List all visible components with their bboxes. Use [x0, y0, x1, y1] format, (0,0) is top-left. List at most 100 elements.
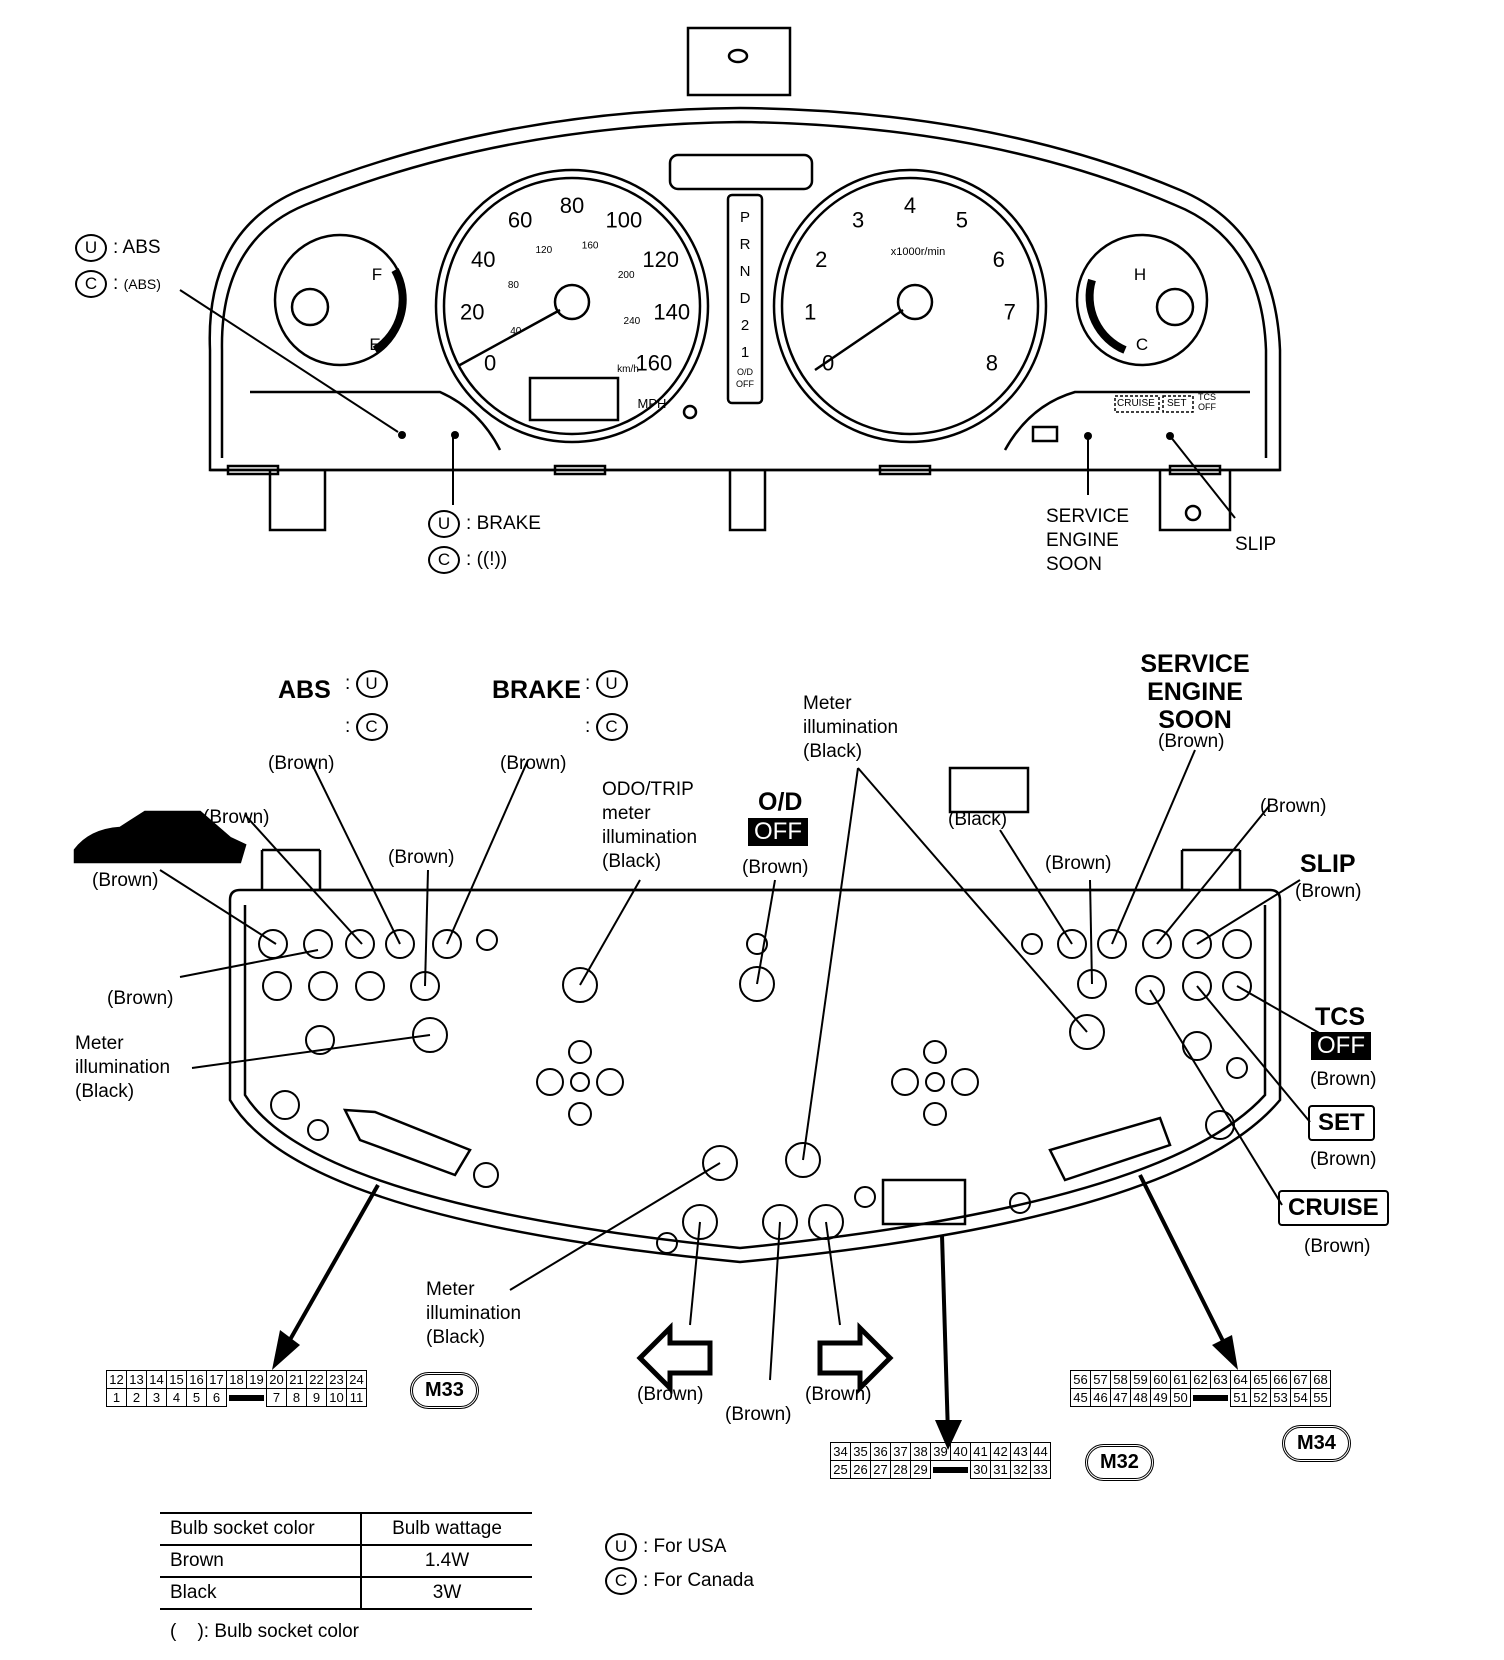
bottom-service-engine-soon: SERVICE ENGINE SOON: [1125, 650, 1265, 734]
connector-m32-pin: 35: [850, 1442, 871, 1461]
connector-m34-pin: 48: [1130, 1388, 1151, 1407]
connector-m32-pin: 40: [950, 1442, 971, 1461]
connector-m32-pin: 42: [990, 1442, 1011, 1461]
meter-illumination-left: Meter illumination (Black): [75, 1032, 170, 1104]
speedo-kmh-tick-label: 40: [510, 326, 522, 337]
legend-cell: Black: [160, 1577, 362, 1610]
turn-right-brown: (Brown): [805, 1384, 872, 1405]
connector-m33-pin: 11: [346, 1388, 367, 1407]
connector-m33-pin: 24: [346, 1370, 367, 1389]
connector-m34-pin: 47: [1110, 1388, 1131, 1407]
canada-marker: C: [355, 713, 388, 741]
sep: :: [113, 237, 119, 259]
connector-m33-pin: 2: [126, 1388, 147, 1407]
connector-m33-pin: 5: [186, 1388, 207, 1407]
set-brown: (Brown): [1310, 1149, 1377, 1170]
indicator-cruise: CRUISE: [1117, 398, 1155, 409]
sep: :: [345, 716, 351, 738]
connector-m32-pin: 27: [870, 1460, 891, 1479]
speedo-kmh-tick-label: 80: [508, 280, 520, 291]
connector-m34-pin: 57: [1090, 1370, 1111, 1389]
speedo-tick-label: 120: [642, 247, 679, 272]
connector-m33-pin: 7: [266, 1388, 287, 1407]
connector-m33-pin: 21: [286, 1370, 307, 1389]
gear-1: 1: [740, 344, 750, 361]
legend-row: Brown 1.4W: [160, 1545, 532, 1578]
indicator-set: SET: [1167, 398, 1187, 409]
connector-m32-pin: 28: [890, 1460, 911, 1479]
speedo-tick-label: 40: [471, 247, 495, 272]
gear-d: D: [739, 290, 751, 307]
tcs-off-label: OFF: [1311, 1032, 1371, 1060]
line: (Black): [803, 741, 863, 762]
abs-canada-marker: : C: [345, 713, 394, 741]
gear-r: R: [739, 236, 751, 253]
line: illumination: [75, 1057, 171, 1078]
legend-header: Bulb wattage: [361, 1512, 532, 1546]
sep: :: [466, 513, 472, 535]
line: (Black): [75, 1081, 135, 1102]
line: ENGINE: [1046, 530, 1119, 551]
brake-label: BRAKE: [476, 513, 541, 535]
usa-marker: U: [355, 670, 388, 698]
bottom-brake: BRAKE: [492, 676, 581, 704]
connector-m32-key: [931, 1461, 971, 1479]
connector-m34-pin: 50: [1170, 1388, 1191, 1407]
connector-m33-pin: 3: [146, 1388, 167, 1407]
gear-n: N: [739, 263, 751, 280]
connector-m32-pin: 41: [970, 1442, 991, 1461]
connector-m33-pin: 23: [326, 1370, 347, 1389]
legend-usa-text: : For USA: [643, 1536, 727, 1558]
tach-tick-label: 8: [986, 350, 998, 375]
gear-od-off: O/D OFF: [736, 367, 754, 389]
speedo-tick-label: 0: [484, 350, 496, 375]
speedo-tick-label: 20: [460, 300, 484, 325]
legend-row: Black 3W: [160, 1577, 532, 1610]
sep: :: [113, 273, 119, 295]
connector-m32-pin: 30: [970, 1460, 991, 1479]
connector-m32-pin: 44: [1030, 1442, 1051, 1461]
brake-brown: (Brown): [500, 753, 567, 774]
line: Meter: [75, 1033, 124, 1054]
connector-m34-pin: 49: [1150, 1388, 1171, 1407]
legend-cell: Brown: [160, 1545, 362, 1578]
brake-canada-marker: : C: [585, 713, 634, 741]
connector-m32-badge: M32: [1085, 1444, 1154, 1481]
top-abs-usa: U: ABS: [75, 234, 161, 262]
top-brake-usa: U: BRAKE: [428, 510, 541, 538]
connector-m32-pin: 33: [1030, 1460, 1051, 1479]
connector-m33-pin: 12: [106, 1370, 127, 1389]
sep: :: [585, 673, 591, 695]
connector-m34-pin: 68: [1310, 1370, 1331, 1389]
usa-marker: U: [595, 670, 628, 698]
connector-m32-pin: 39: [930, 1442, 951, 1461]
connector-m32-pin: 29: [910, 1460, 931, 1479]
connector-m33-pin: 9: [306, 1388, 327, 1407]
cluster-rear-view: [73, 749, 1336, 1450]
tach-tick-label: 7: [1004, 300, 1016, 325]
canada-marker: C: [428, 546, 460, 574]
tach-tick-label: 0: [822, 350, 834, 375]
set-label: SET: [1308, 1105, 1375, 1141]
usa-marker: U: [75, 234, 107, 262]
gear-2: 2: [740, 317, 750, 334]
slip-brown: (Brown): [1295, 881, 1362, 902]
canada-marker: C: [605, 1567, 637, 1595]
speedo-unit-mph: MPH: [638, 396, 667, 411]
line: Meter: [426, 1279, 475, 1300]
canada-marker: C: [75, 270, 107, 298]
connector-m34-pin: 66: [1270, 1370, 1291, 1389]
line: SOON: [1046, 554, 1102, 575]
top-brake-canada: C: ((!)): [428, 546, 507, 574]
line: (Black): [602, 851, 662, 872]
turn-left-brown: (Brown): [637, 1384, 704, 1405]
tcs-brown: (Brown): [1310, 1069, 1377, 1090]
tcs-label: TCS: [1315, 1003, 1365, 1031]
fuel-full-mark: F: [372, 265, 382, 284]
connector-m33-pin: 10: [326, 1388, 347, 1407]
cluster-front-view: [208, 26, 1282, 532]
connector-m34-pin: 63: [1210, 1370, 1231, 1389]
line: (Black): [426, 1327, 486, 1348]
